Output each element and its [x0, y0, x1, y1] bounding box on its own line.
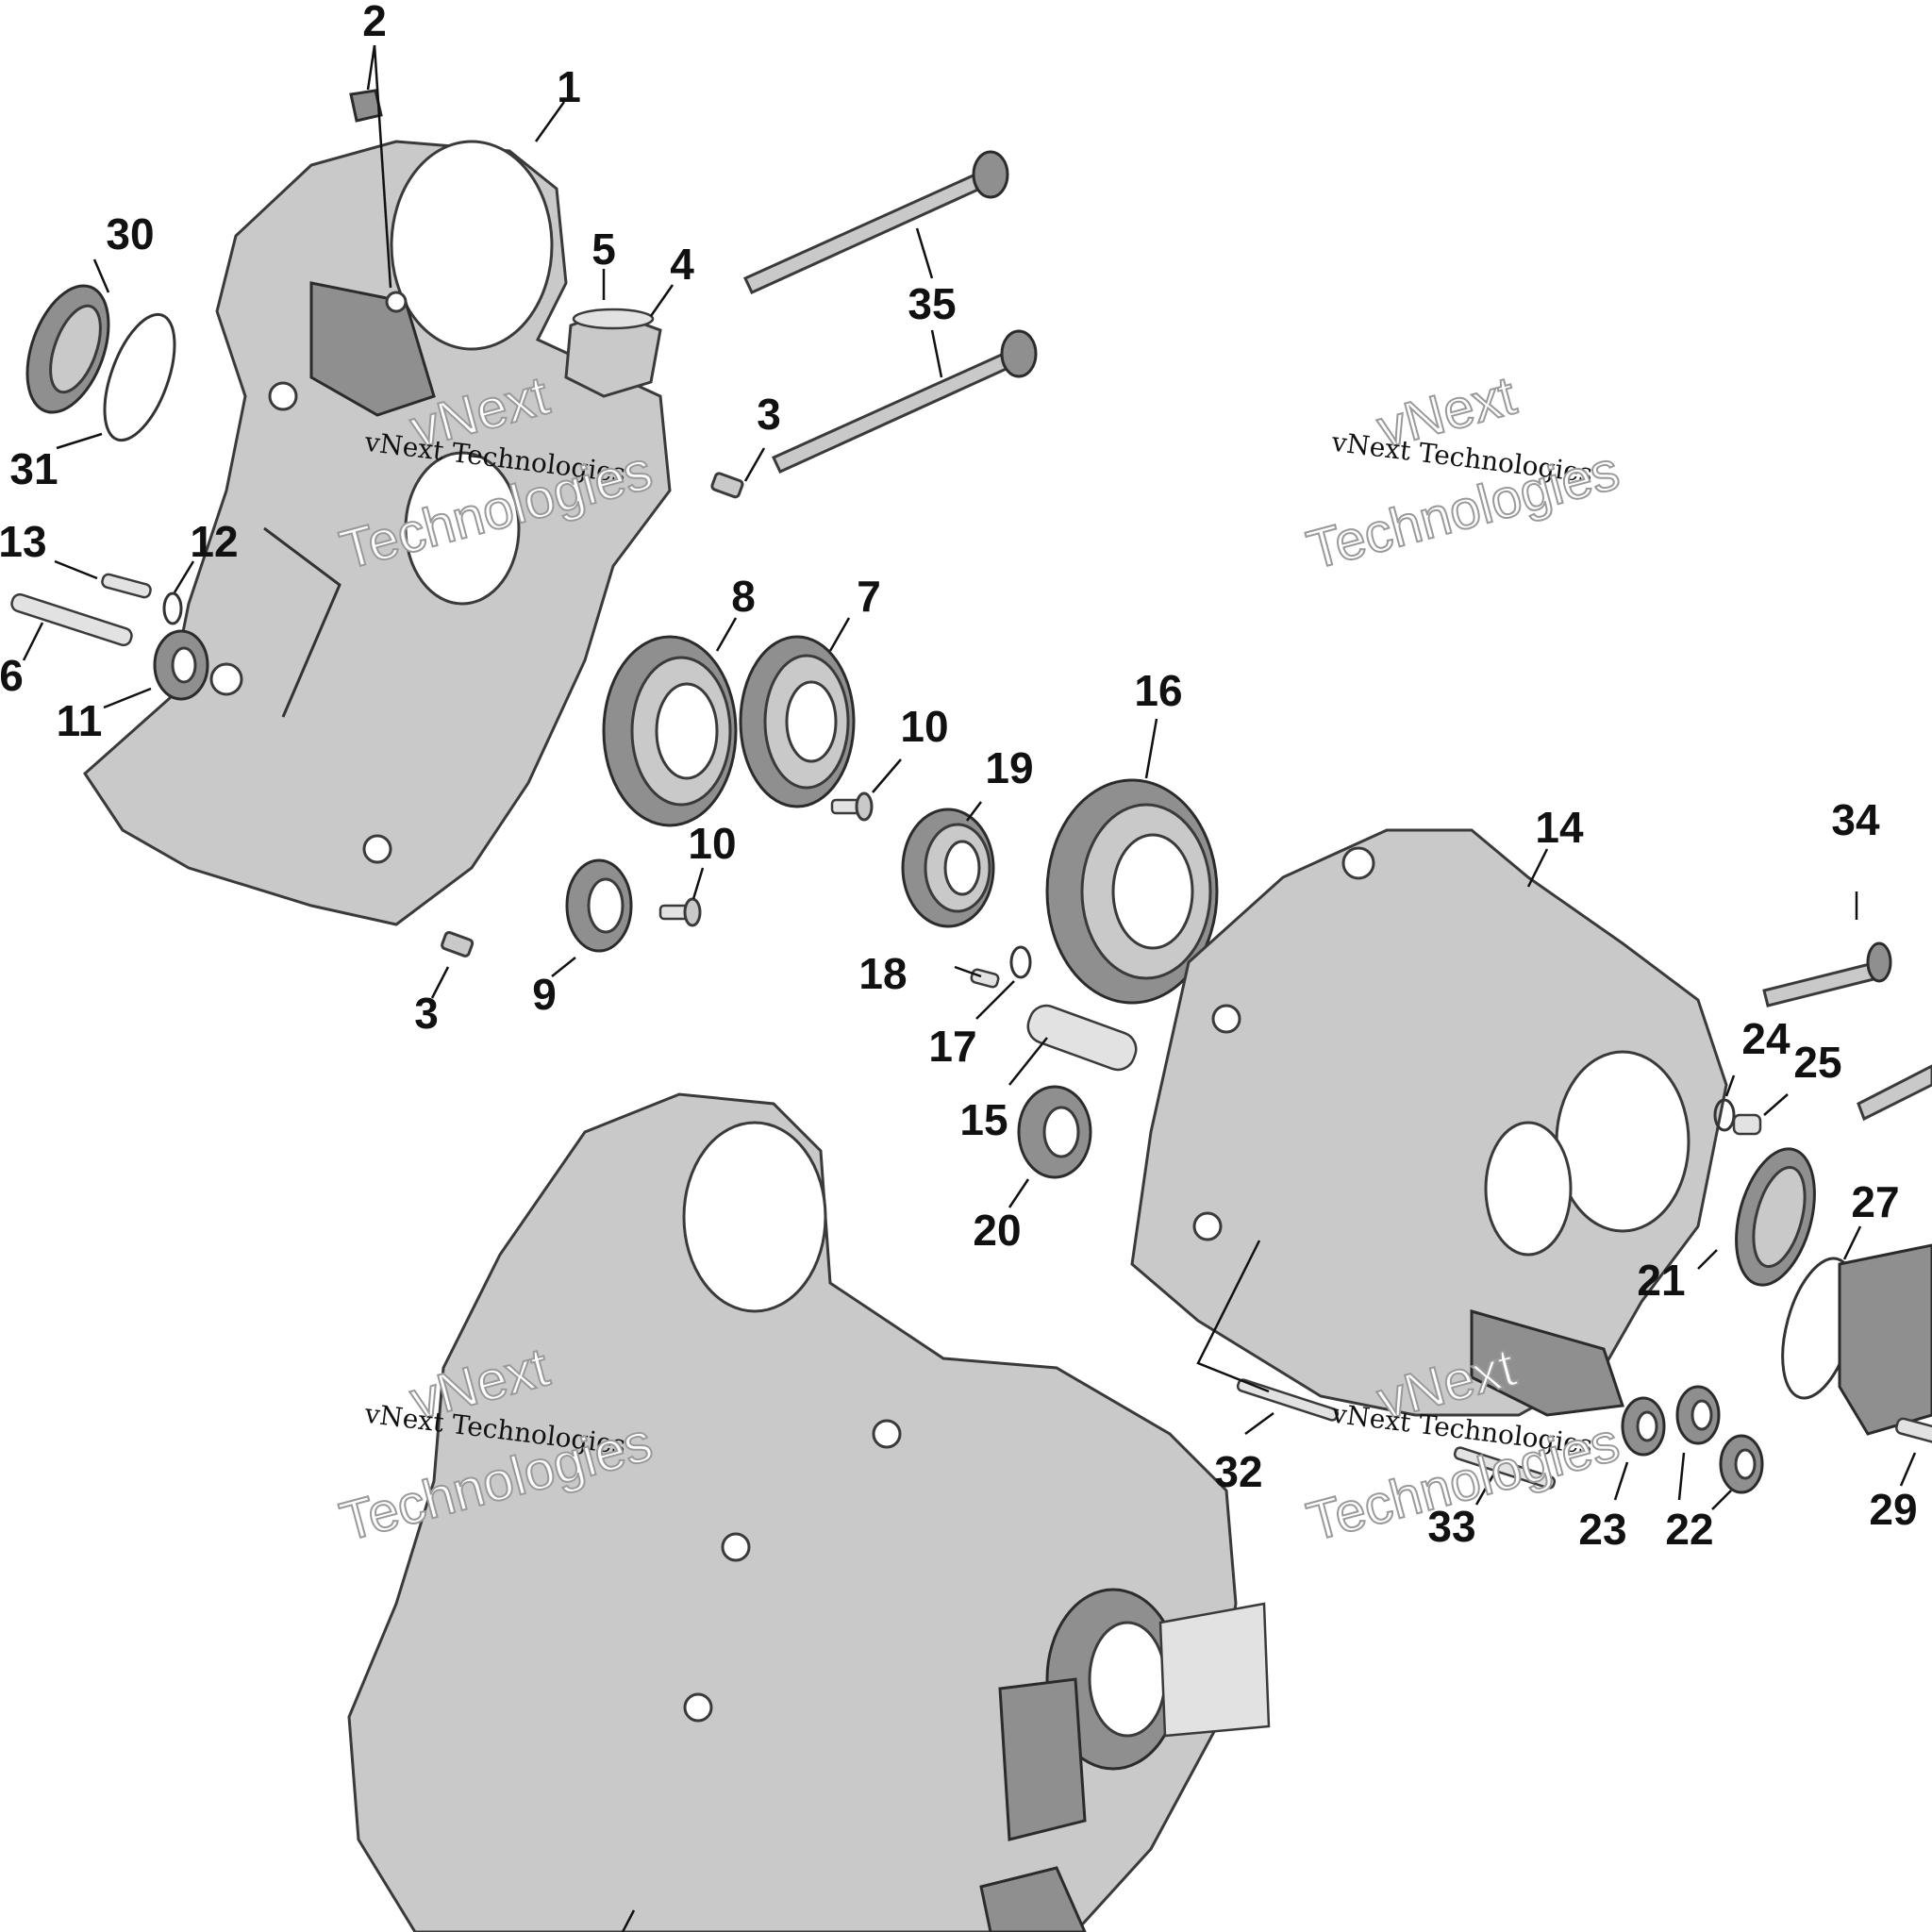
callout-34: 34	[1831, 795, 1880, 844]
bearing-part-8	[602, 635, 738, 827]
dowel-pin-part-3-upper	[710, 472, 744, 499]
callout-labels: 1 2 3 3 4 5 6 7 8 9 10 10 11 12 13 14 15…	[0, 0, 1918, 1554]
pin-part-13	[101, 573, 152, 599]
callout-18: 18	[858, 949, 907, 998]
washer-part-12	[162, 591, 183, 625]
seal-part-21	[1735, 1147, 1816, 1287]
callout-20: 20	[973, 1206, 1021, 1255]
bearing-part-11	[153, 629, 209, 701]
shaft-part-6	[10, 592, 133, 647]
callout-33: 33	[1427, 1502, 1475, 1551]
callout-8: 8	[731, 572, 756, 621]
callout-15: 15	[959, 1095, 1008, 1144]
callout-16: 16	[1134, 666, 1182, 715]
leader-lines	[22, 44, 1917, 1932]
housing-right-half	[1130, 828, 1728, 1417]
callout-3-upper: 3	[757, 390, 781, 439]
washer-part-17	[1009, 945, 1032, 979]
bearing-part-22-upper	[1675, 1385, 1721, 1445]
bearing-part-23	[1621, 1396, 1666, 1457]
assembled-gearbox	[347, 1092, 1271, 1932]
callout-23: 23	[1578, 1505, 1626, 1554]
bushing-part-5	[564, 308, 662, 398]
bolt-part-33	[1453, 1446, 1557, 1490]
bearing-part-22-lower	[1719, 1434, 1764, 1494]
pin-part-18	[970, 968, 1000, 989]
washer-part-24	[1713, 1098, 1736, 1132]
callout-13: 13	[0, 517, 47, 566]
callout-12: 12	[190, 517, 238, 566]
o-ring-part-31	[103, 312, 176, 442]
bolt-part-25	[1732, 1113, 1762, 1136]
callout-7: 7	[857, 572, 881, 621]
bearing-part-9	[565, 858, 633, 953]
watermark-top-right: vNext vNext Technologies Technologies	[1300, 363, 1626, 582]
bolt-part-10-upper	[830, 791, 874, 822]
callout-29: 29	[1869, 1485, 1917, 1534]
callout-4: 4	[670, 240, 694, 289]
callout-22: 22	[1665, 1505, 1713, 1554]
dowel-pin-part-3-lower	[441, 930, 475, 958]
callout-27: 27	[1851, 1177, 1899, 1226]
bearing-part-7	[739, 635, 856, 808]
cover-part-27	[1781, 1243, 1932, 1436]
callout-19: 19	[985, 743, 1033, 792]
callout-5: 5	[591, 225, 616, 274]
bearing-part-16	[1045, 778, 1219, 1005]
callout-6: 6	[0, 651, 24, 700]
callout-10-upper: 10	[900, 702, 948, 751]
callout-25: 25	[1793, 1038, 1841, 1087]
callout-1: 1	[557, 62, 581, 111]
callout-9: 9	[532, 970, 557, 1019]
callout-32: 32	[1214, 1447, 1262, 1496]
callout-14: 14	[1535, 803, 1584, 852]
callout-24: 24	[1741, 1014, 1790, 1063]
callout-10-lower: 10	[688, 819, 736, 868]
bolt-right-edge	[1857, 1064, 1932, 1122]
pin-part-29	[1895, 1417, 1932, 1447]
callout-35: 35	[908, 279, 956, 328]
bolts-part-35	[742, 150, 1038, 474]
cover-part-30	[25, 284, 110, 414]
callout-21: 21	[1637, 1256, 1685, 1305]
bearing-part-20	[1017, 1085, 1092, 1179]
bolt-part-10-lower	[658, 897, 702, 927]
callout-2: 2	[362, 0, 387, 45]
callout-30: 30	[106, 209, 154, 258]
shaft-part-15	[1026, 1004, 1138, 1072]
bolt-part-34	[1762, 941, 1892, 1008]
plug-part-2	[349, 89, 383, 123]
bearing-part-19	[901, 808, 995, 928]
housing-left-half	[83, 140, 672, 926]
callout-11: 11	[57, 696, 103, 745]
callout-17: 17	[928, 1022, 976, 1071]
callout-31: 31	[9, 444, 58, 493]
callout-3-lower: 3	[414, 989, 439, 1038]
